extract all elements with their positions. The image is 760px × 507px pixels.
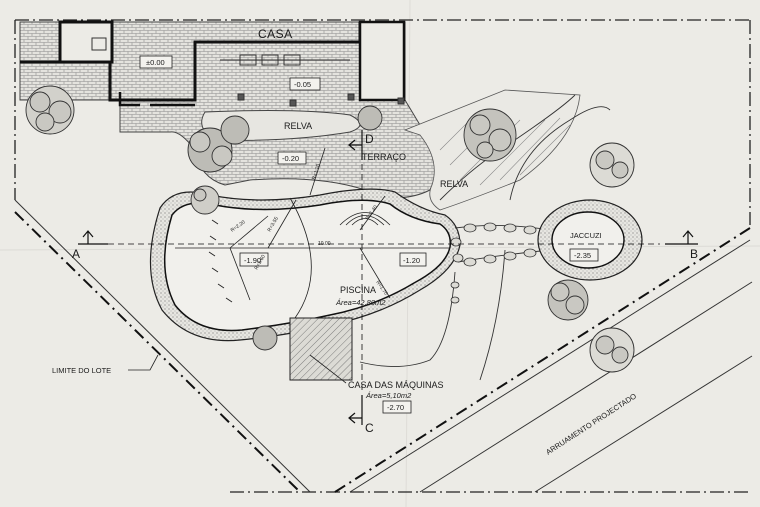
- tree-icon: [547, 279, 589, 321]
- label-relva-right: RELVA: [440, 179, 468, 189]
- pool-dimension-lines: [175, 147, 450, 319]
- level-pool-shallow: -1.20: [403, 256, 420, 265]
- level-machines: -2.70: [387, 403, 404, 412]
- label-piscina: PISCINA: [340, 285, 376, 295]
- tree-icon: [190, 185, 220, 215]
- section-markers: [78, 130, 698, 425]
- drawing-frame: [14, 19, 752, 493]
- tree-icon: [252, 325, 278, 351]
- section-mark-b: B: [690, 247, 699, 261]
- level-terrace-left: -0.20: [282, 154, 299, 163]
- pool-edge-marks: [208, 219, 233, 303]
- pool-steps: [339, 212, 391, 226]
- label-terraco: TERRAÇO: [362, 152, 406, 162]
- dimension-r4: R=1.20: [311, 163, 322, 181]
- section-mark-c: C: [365, 421, 374, 435]
- dimension-length: 10.00: [318, 241, 331, 247]
- label-casa-maquinas: CASA DAS MÁQUINAS: [348, 380, 444, 390]
- level-terrace-top: -0.05: [294, 80, 311, 89]
- tree-icon: [357, 105, 383, 131]
- stepping-stones: [450, 222, 537, 304]
- section-mark-d: D: [365, 132, 374, 146]
- tree-icon: [220, 115, 250, 145]
- label-casa: CASA: [258, 27, 293, 41]
- level-jacuzzi: -2.35: [574, 251, 591, 260]
- lot-boundary-line: [14, 211, 751, 493]
- label-casa-maquinas-area: Área=5,10m2: [365, 391, 412, 400]
- house-details: [91, 37, 405, 107]
- level-house: ±0.00: [146, 58, 165, 67]
- pool-water: [164, 199, 452, 332]
- label-jaccuzi: JACCUZI: [570, 231, 602, 240]
- section-mark-a: A: [72, 247, 81, 261]
- label-limite-lote: LIMITE DO LOTE: [52, 366, 111, 375]
- machine-room: [289, 317, 353, 381]
- tree-icon: [589, 142, 635, 188]
- trees: [25, 85, 635, 373]
- leader-lines: [128, 354, 347, 384]
- tree-icon: [187, 127, 233, 173]
- tree-icon: [25, 85, 75, 135]
- house-walls: [20, 20, 406, 107]
- level-pool-deep: -1.90: [244, 256, 261, 265]
- projected-road: [14, 199, 753, 493]
- tree-icon: [463, 108, 517, 162]
- level-tags: [139, 55, 599, 414]
- label-piscina-area: Área=42,80m2: [335, 298, 386, 307]
- jacuzzi: [537, 199, 643, 281]
- tree-icon: [589, 327, 635, 373]
- label-relva-top: RELVA: [284, 121, 312, 131]
- jacuzzi-pathway: [359, 94, 611, 381]
